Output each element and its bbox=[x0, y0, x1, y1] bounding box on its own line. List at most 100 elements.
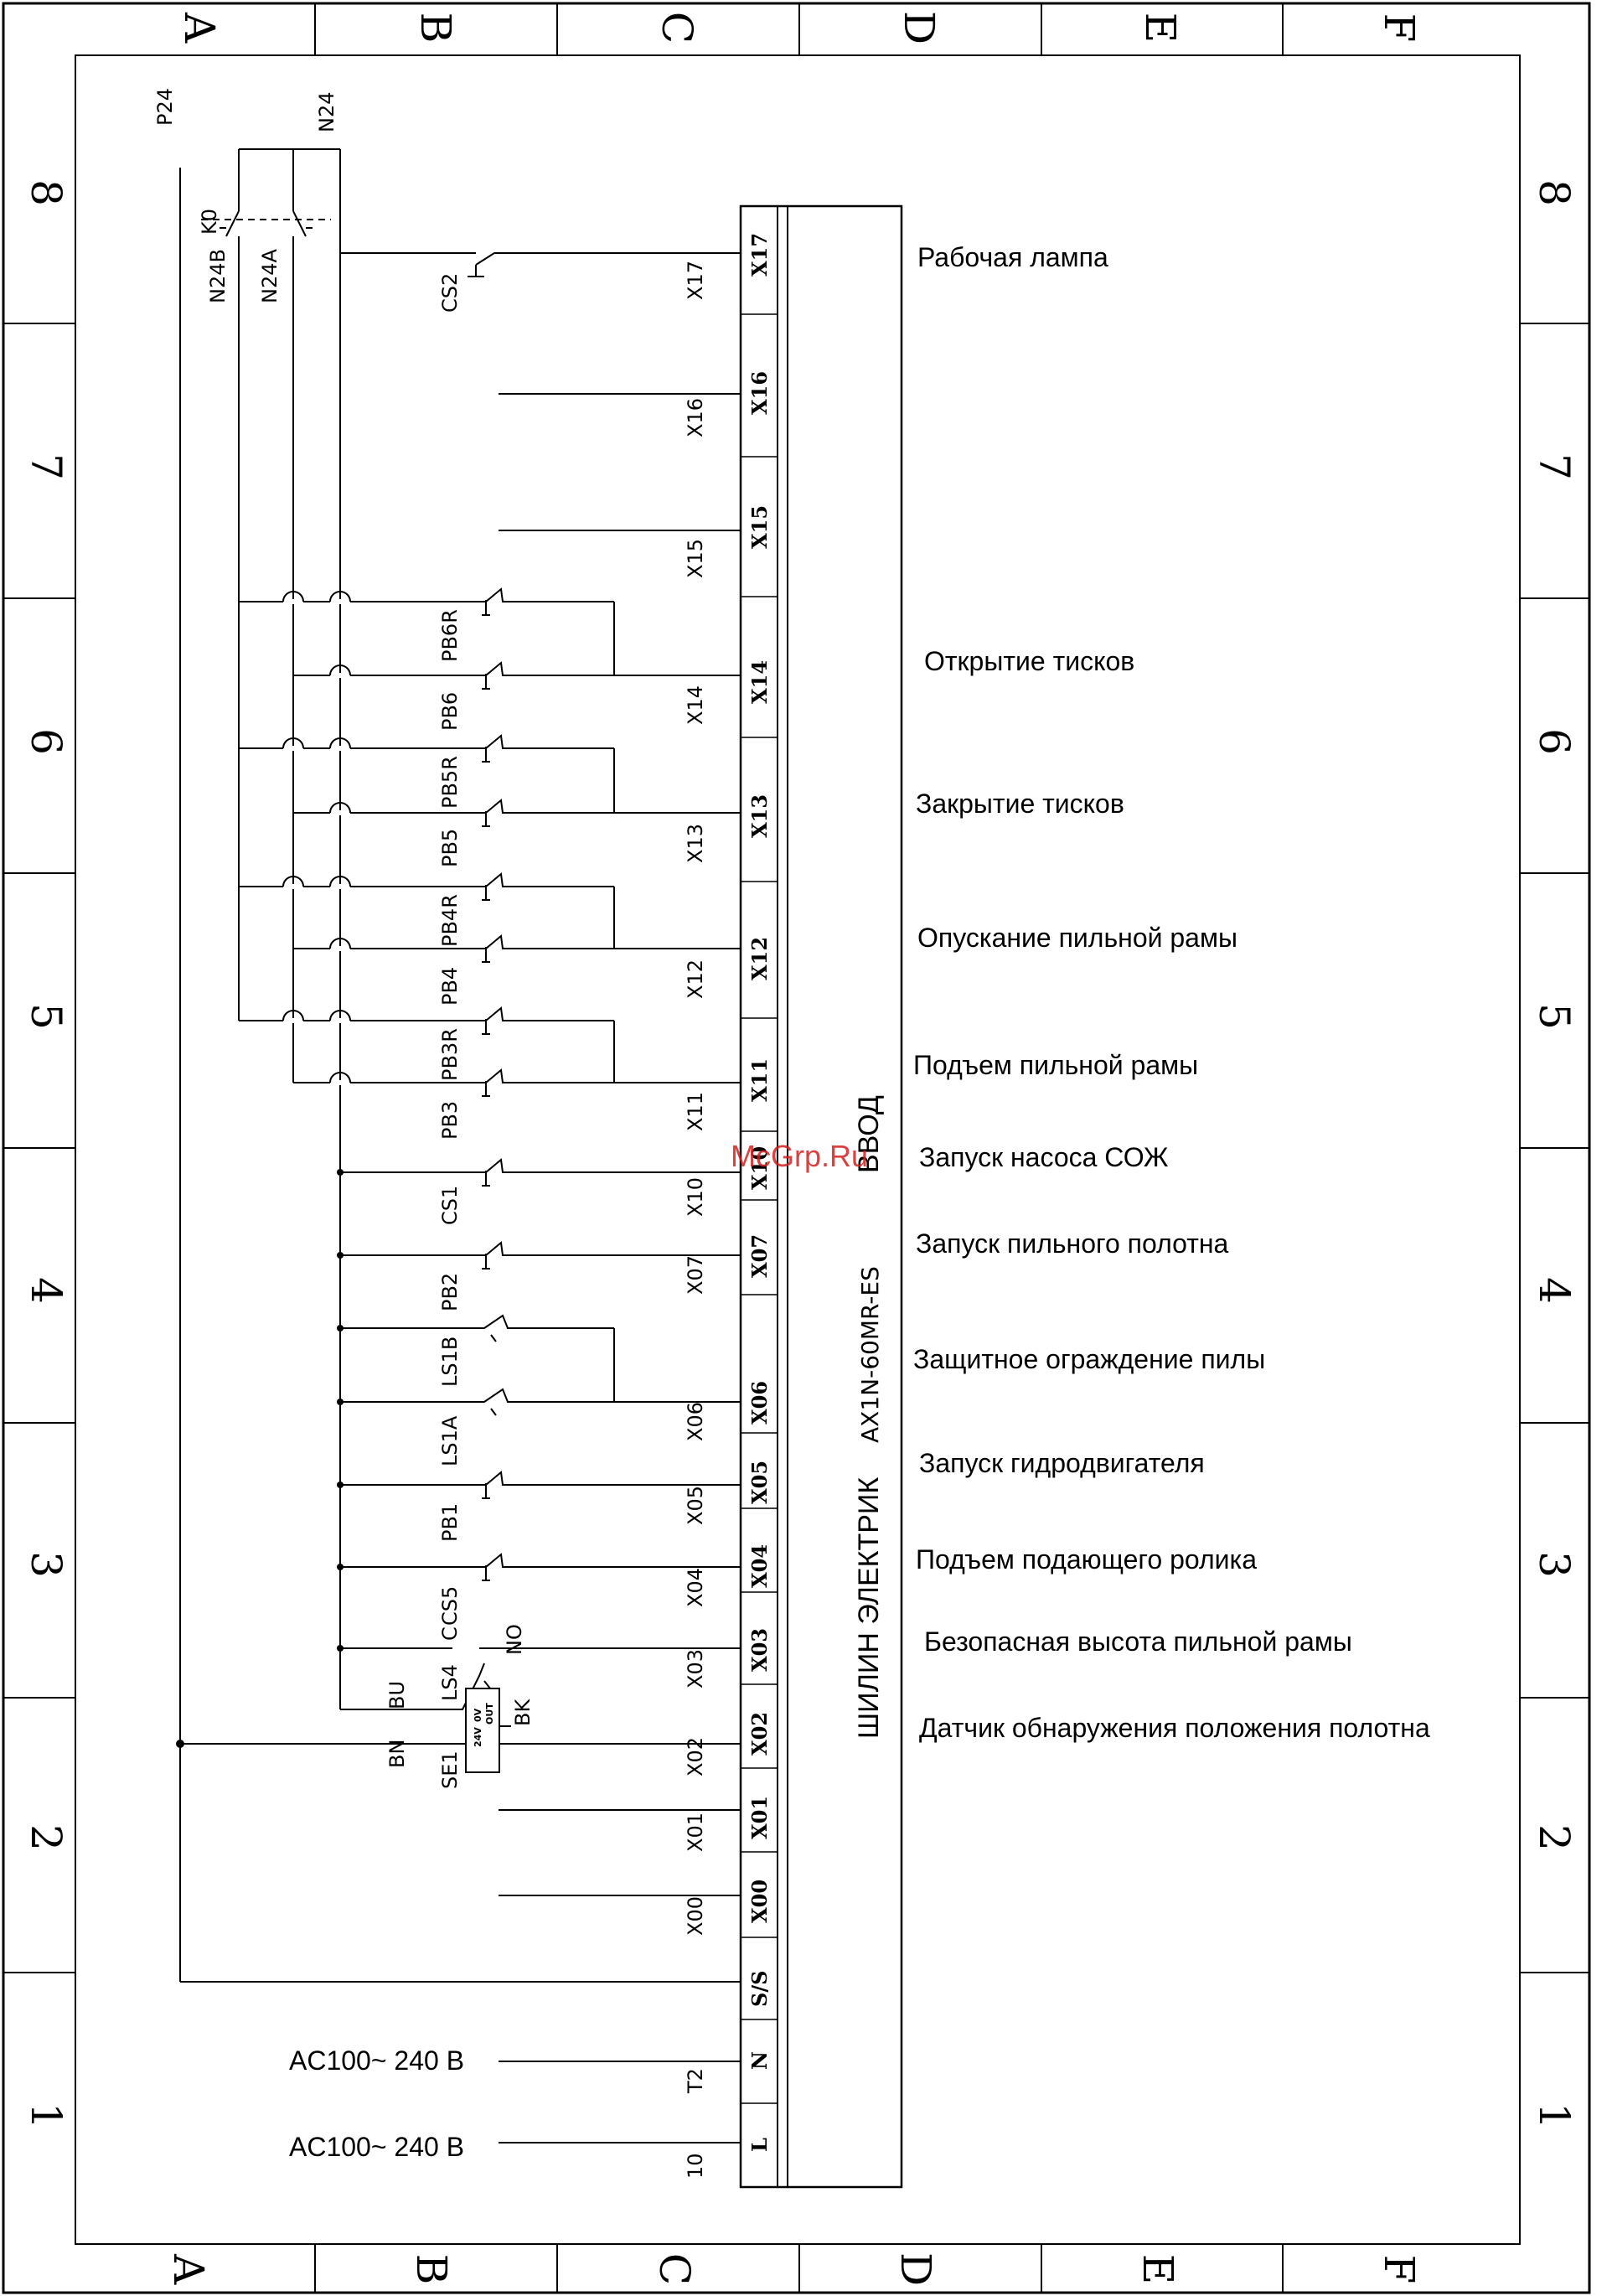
wire-number: X15 bbox=[684, 539, 707, 578]
col-label-bottom: C bbox=[650, 2253, 699, 2285]
signal-label: Подъем подающего ролика bbox=[916, 1544, 1257, 1575]
row-label-left: 7 bbox=[22, 453, 70, 480]
col-label-top: D bbox=[895, 11, 943, 44]
device-labels: CS2 PB6R PB6 PB5R PB5 PB4R PB4 PB3R PB3 … bbox=[385, 273, 535, 1789]
bus-labels: P24 N24 K0 N24B N24A bbox=[153, 88, 338, 303]
signal-descriptions: Рабочая лампа Открытие тисков Закрытие т… bbox=[913, 242, 1430, 1743]
wire-number: X13 bbox=[684, 824, 707, 863]
wire-number: X07 bbox=[684, 1255, 707, 1295]
wire-number: X06 bbox=[684, 1402, 707, 1441]
wire-crossing-hops bbox=[282, 591, 351, 1085]
device-label-pb2: PB2 bbox=[438, 1273, 462, 1311]
signal-label: Датчик обнаружения положения полотна bbox=[919, 1713, 1430, 1743]
device-label-pb6r: PB6R bbox=[438, 609, 462, 662]
row-label-left: 2 bbox=[22, 1824, 70, 1851]
wire-number: X01 bbox=[684, 1812, 707, 1852]
col-label-bottom: A bbox=[164, 2253, 213, 2285]
signal-label: Безопасная высота пильной рамы bbox=[924, 1626, 1352, 1657]
k0-label: K0 bbox=[198, 209, 221, 235]
wire-number-labels: X17 X16 X15 X14 X13 X12 X11 X10 X07 X06 … bbox=[684, 261, 707, 2179]
row-label-left: 4 bbox=[22, 1277, 70, 1304]
device-label-pb1: PB1 bbox=[438, 1503, 462, 1542]
se1-24v: 24V bbox=[473, 1727, 483, 1747]
row-label-right: 5 bbox=[1530, 1003, 1578, 1030]
device-label-cs5-prefix: C bbox=[438, 1626, 462, 1641]
terminal-x07: X07 bbox=[747, 1234, 772, 1278]
device-label-pb4: PB4 bbox=[438, 967, 462, 1006]
se1-sensor-box bbox=[465, 1688, 511, 1773]
col-label-top: F bbox=[1375, 13, 1423, 43]
wire-number: X12 bbox=[684, 959, 707, 999]
n24-label: N24 bbox=[315, 92, 338, 133]
terminal-x12: X12 bbox=[747, 937, 772, 980]
signal-label: Запуск насоса СОЖ bbox=[919, 1142, 1169, 1172]
se1-out: OUT bbox=[484, 1703, 495, 1725]
wire-number: X14 bbox=[684, 685, 707, 725]
terminal-x16: X16 bbox=[747, 371, 772, 415]
terminal-l: L bbox=[747, 2138, 772, 2152]
device-label-pb3: PB3 bbox=[438, 1101, 462, 1140]
row-label-left: 6 bbox=[22, 728, 70, 755]
signal-label: Открытие тисков bbox=[924, 646, 1134, 676]
terminal-x17: X17 bbox=[747, 233, 772, 277]
watermark: McGrp.Ru bbox=[731, 1139, 868, 1173]
device-label-cs5: CS5 bbox=[438, 1586, 462, 1626]
col-label-bottom: B bbox=[407, 2254, 456, 2285]
plc-labels: ШИЛИН ЭЛЕКТРИК AX1N-60MR-ES ВВОД bbox=[853, 1095, 885, 1739]
row-label-right: 1 bbox=[1530, 2102, 1578, 2129]
wire-number: X16 bbox=[684, 398, 707, 437]
n24a-label: N24A bbox=[258, 249, 282, 303]
ac-input-n-label: AC100~ 240 В bbox=[289, 2045, 464, 2076]
terminal-ss: S/S bbox=[747, 1971, 772, 2007]
rungs bbox=[239, 252, 465, 1710]
wire-number: X17 bbox=[684, 261, 707, 300]
col-label-bottom: F bbox=[1375, 2255, 1423, 2284]
terminal-x05: X05 bbox=[747, 1461, 772, 1504]
device-label-pb6: PB6 bbox=[438, 692, 462, 731]
col-label-top: B bbox=[411, 13, 460, 44]
device-label-se1: SE1 bbox=[438, 1750, 462, 1789]
device-label-pb5r: PB5R bbox=[438, 756, 462, 809]
se1-bn-label: BN bbox=[385, 1740, 409, 1768]
signal-label: Рабочая лампа bbox=[917, 242, 1108, 272]
device-label-ls1a: LS1A bbox=[438, 1415, 462, 1466]
col-label-top: E bbox=[1136, 13, 1185, 44]
terminal-x15: X15 bbox=[747, 505, 772, 549]
se1-bu-label: BU bbox=[385, 1681, 409, 1709]
row-label-right: 8 bbox=[1530, 179, 1578, 206]
terminal-x01: X01 bbox=[747, 1796, 772, 1839]
signal-label: Защитное ограждение пилы bbox=[913, 1344, 1265, 1374]
se1-0v: 0V bbox=[473, 1708, 483, 1722]
row-label-left: 5 bbox=[22, 1003, 70, 1030]
wire-number: X10 bbox=[684, 1177, 707, 1217]
terminal-x03: X03 bbox=[747, 1628, 772, 1672]
row-label-left: 1 bbox=[22, 2102, 70, 2129]
wire-number: X11 bbox=[684, 1092, 707, 1131]
p24-bus bbox=[176, 168, 741, 1983]
signal-label: Закрытие тисков bbox=[916, 789, 1124, 819]
device-label-cs2: CS2 bbox=[438, 273, 462, 313]
row-label-right: 2 bbox=[1530, 1824, 1578, 1851]
relay-k0 bbox=[201, 148, 341, 1709]
signal-label: Запуск гидродвигателя bbox=[919, 1448, 1205, 1478]
ac-input-lines bbox=[499, 2061, 741, 2143]
terminal-x00: X00 bbox=[747, 1880, 772, 1923]
device-label-pb3r: PB3R bbox=[438, 1028, 462, 1081]
device-label-ls4: LS4 bbox=[438, 1664, 462, 1701]
se1-bk-label: BK bbox=[511, 1699, 535, 1726]
plc-section: ВВОД bbox=[853, 1095, 885, 1173]
signal-label: Запуск пильного полотна bbox=[916, 1228, 1229, 1259]
frame-column-ticks bbox=[314, 3, 1284, 2293]
plc-terminal-block bbox=[739, 204, 903, 2189]
terminal-x11: X11 bbox=[747, 1058, 772, 1102]
ac-input-l-label: AC100~ 240 В bbox=[289, 2132, 464, 2162]
spare-input-lines bbox=[452, 393, 741, 1896]
se1-inner-labels: 24V 0V OUT bbox=[473, 1703, 495, 1747]
col-label-top: C bbox=[653, 12, 701, 44]
terminal-x14: X14 bbox=[747, 660, 772, 704]
terminal-x13: X13 bbox=[747, 794, 772, 838]
terminal-x10: X10 bbox=[747, 1146, 772, 1190]
terminal-x04: X04 bbox=[747, 1544, 772, 1588]
col-label-top: A bbox=[175, 12, 224, 44]
